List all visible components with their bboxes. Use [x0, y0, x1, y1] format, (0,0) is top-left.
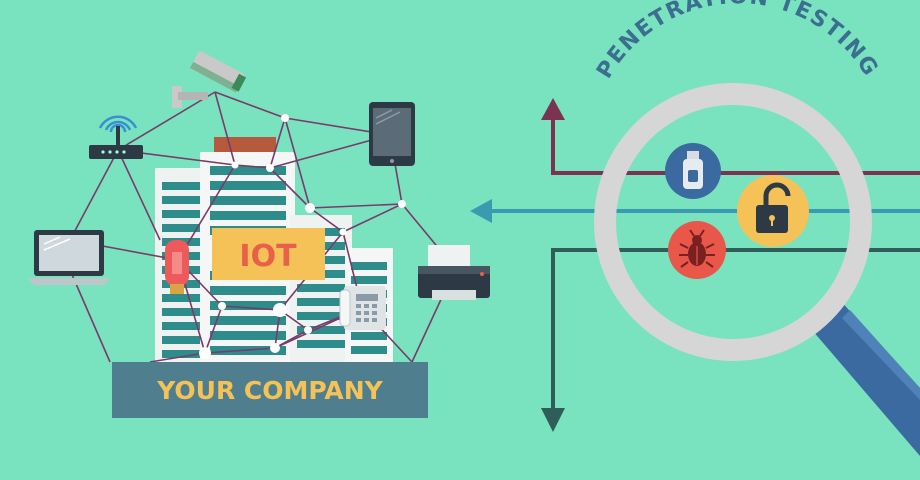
penetration-testing-title: PENETRATION TESTING [592, 0, 883, 83]
roof-brick [214, 137, 276, 152]
company-banner: YOUR COMPANY [112, 362, 428, 418]
penetration-testing-label: PENETRATION TESTING [592, 0, 881, 83]
bug-icon [668, 221, 726, 279]
laptop-icon [28, 230, 110, 285]
magnifier-ring [594, 83, 872, 361]
open-padlock-icon [737, 175, 809, 247]
tablet-icon [369, 102, 415, 166]
magnifying-glass [594, 83, 920, 456]
arrow-left [470, 199, 920, 223]
company-banner-box [112, 362, 428, 418]
router-icon [89, 115, 143, 159]
arrow-up [541, 98, 920, 175]
iot-sign-label: IOT [239, 239, 297, 274]
printer-icon [418, 245, 490, 300]
desk-phone-icon [339, 286, 386, 330]
network-nodes [199, 114, 406, 359]
magnifier-handle [812, 298, 920, 456]
fire-extinguisher-icon [165, 240, 189, 294]
security-camera-icon [172, 51, 247, 108]
usb-drive-icon [665, 143, 721, 199]
company-banner-label: YOUR COMPANY [156, 376, 383, 405]
arrow-down [541, 248, 920, 432]
iot-sign: IOT [212, 228, 325, 280]
iot-sign-board [212, 228, 325, 280]
